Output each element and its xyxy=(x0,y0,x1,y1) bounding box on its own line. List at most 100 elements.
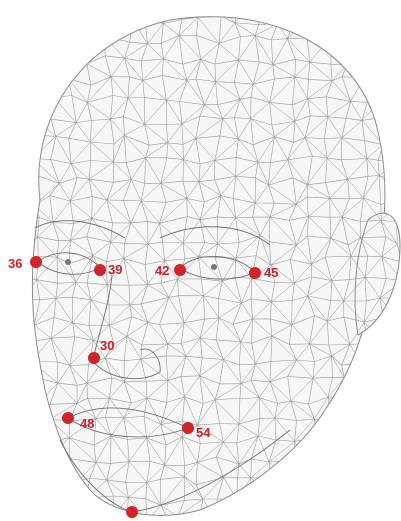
mesh-edge xyxy=(21,443,39,464)
mesh-edge xyxy=(14,318,22,342)
mesh-edge xyxy=(5,119,17,122)
mesh-edge xyxy=(18,182,35,205)
mesh-edge xyxy=(36,121,37,135)
mesh-edge xyxy=(16,418,40,419)
mesh-edge xyxy=(396,19,401,40)
mesh-edge xyxy=(69,43,70,59)
mesh-edge xyxy=(313,503,330,521)
mesh-edge xyxy=(51,0,74,4)
mesh-edge xyxy=(381,384,401,403)
landmark-label: 48 xyxy=(80,416,94,431)
mesh-edge xyxy=(32,458,51,478)
mesh-edge xyxy=(19,19,39,22)
mesh-edge xyxy=(254,500,275,521)
mesh-edge xyxy=(2,63,18,80)
mesh-edge xyxy=(1,19,19,39)
mesh-edge xyxy=(0,17,1,39)
mesh-edge xyxy=(5,385,17,397)
mesh-edge xyxy=(329,503,345,506)
mesh-edge xyxy=(329,483,333,502)
mesh-edge xyxy=(0,40,1,63)
mesh-edge xyxy=(382,36,401,39)
mesh-edge xyxy=(310,15,326,18)
mesh-edge xyxy=(18,63,37,80)
mesh-edge xyxy=(307,15,310,38)
mesh-edge xyxy=(14,44,36,45)
landmark-dot xyxy=(174,264,186,276)
mesh-edge xyxy=(380,25,400,40)
mesh-edge xyxy=(343,3,344,19)
mesh-edge xyxy=(360,462,362,481)
mesh-edge xyxy=(362,462,381,465)
landmark-dot xyxy=(30,256,42,268)
mesh-edge xyxy=(50,476,78,481)
mesh-edge xyxy=(344,378,359,383)
mesh-edge xyxy=(18,101,37,121)
mesh-edge xyxy=(179,0,205,5)
mesh-edge xyxy=(364,56,382,78)
mesh-edge xyxy=(50,476,51,497)
mesh-edge xyxy=(364,384,380,396)
mesh-edge xyxy=(367,101,380,102)
mesh-edge xyxy=(17,119,37,121)
mesh-edge xyxy=(379,4,381,24)
mesh-edge xyxy=(345,506,368,518)
mesh-edge xyxy=(17,385,18,405)
mesh-edge xyxy=(52,498,78,520)
mesh-edge xyxy=(132,0,147,18)
mesh-edge xyxy=(364,78,380,101)
mesh-edge xyxy=(2,79,18,101)
mesh-edge xyxy=(22,342,32,362)
mesh-edge xyxy=(360,444,381,465)
mesh-edge xyxy=(379,4,399,5)
mesh-edge xyxy=(2,456,21,463)
mesh-edge xyxy=(69,43,87,64)
mesh-edge xyxy=(270,478,289,479)
mesh-edge xyxy=(275,0,288,5)
mesh-edge xyxy=(381,499,382,520)
mesh-edge xyxy=(132,18,145,20)
mesh-edge xyxy=(163,0,164,23)
mesh-edge xyxy=(5,101,18,122)
mesh-edge xyxy=(382,39,401,56)
mesh-edge xyxy=(295,441,306,464)
landmark-dot xyxy=(126,506,138,518)
mesh-edge xyxy=(18,83,21,101)
mesh-edge xyxy=(360,383,365,396)
mesh-edge xyxy=(333,483,345,505)
mesh-edge xyxy=(326,457,347,463)
mesh-edge xyxy=(19,0,36,19)
mesh-edge xyxy=(382,75,400,80)
mesh-edge xyxy=(344,378,350,398)
mesh-edge xyxy=(0,342,21,365)
mesh-edge xyxy=(380,341,398,364)
mesh-edge xyxy=(363,0,379,4)
mesh-edge xyxy=(1,300,22,317)
mesh-edge xyxy=(382,56,401,61)
mesh-edge xyxy=(18,400,41,404)
mesh-edge xyxy=(360,478,386,481)
mesh-edge xyxy=(381,80,382,101)
mesh-edge xyxy=(360,417,378,444)
mesh-edge xyxy=(111,0,132,18)
landmark-label: 54 xyxy=(196,425,211,440)
mesh-edge xyxy=(350,396,364,398)
mesh-edge xyxy=(36,22,39,44)
mesh-edge xyxy=(89,0,111,3)
mesh-edge xyxy=(237,499,251,503)
mesh-edge xyxy=(76,497,87,499)
mesh-edge xyxy=(18,463,22,480)
mesh-edge xyxy=(17,378,39,384)
mesh-edge xyxy=(347,457,362,461)
mesh-edge xyxy=(13,121,37,140)
mesh-edge xyxy=(368,517,382,520)
mesh-edge xyxy=(14,438,21,463)
mesh-edge xyxy=(51,441,55,458)
mesh-edge xyxy=(0,182,17,183)
mesh-edge xyxy=(148,0,164,23)
mesh-edge xyxy=(16,400,41,417)
mesh-edge xyxy=(72,0,73,16)
mesh-edge xyxy=(351,481,360,483)
mesh-edge xyxy=(178,517,199,521)
